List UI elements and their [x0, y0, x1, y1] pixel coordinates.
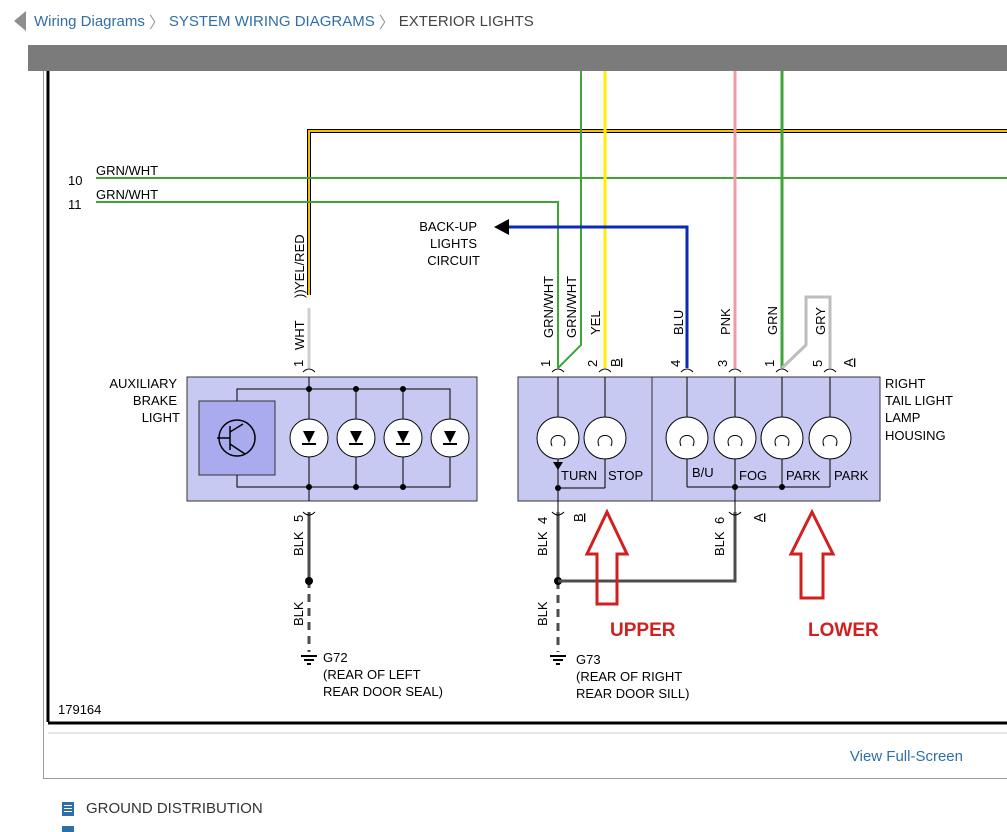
g72-desc-2: REAR DOOR SEAL)	[323, 684, 443, 699]
related-link-ground-distribution[interactable]: GROUND DISTRIBUTION	[62, 800, 263, 817]
wire-blk-label-5: BLK	[291, 531, 306, 556]
bulb-label-fog: FOG	[739, 468, 767, 483]
pin-10-label: 10	[68, 173, 82, 188]
view-full-screen-link[interactable]: View Full-Screen	[849, 748, 963, 765]
lower-pin-a: A	[841, 358, 856, 367]
lower-annotation: LOWER	[808, 620, 879, 641]
breadcrumb: Wiring Diagrams 〉 SYSTEM WIRING DIAGRAMS…	[14, 9, 534, 33]
figure-id: 179164	[58, 702, 101, 717]
lower-pin-3: 3	[715, 360, 730, 367]
aux-pin-5: 5	[291, 515, 306, 522]
g73-desc-1: (REAR OF RIGHT	[576, 669, 682, 684]
related-link-label: GROUND DISTRIBUTION	[86, 800, 263, 817]
upper-pin-1: 1	[538, 360, 553, 367]
aux-pin-1: 1	[291, 360, 306, 367]
wire-grn-label: GRN	[765, 306, 780, 335]
lower-pin-a-bottom: A	[751, 513, 766, 522]
tail-label-2: TAIL LIGHT	[885, 393, 953, 408]
bulb-label-bu: B/U	[692, 465, 714, 480]
connector-pin-icon: ))	[292, 289, 307, 298]
wire-wht-label: WHT	[292, 320, 307, 350]
wire-blk-label-g73: BLK	[535, 601, 550, 626]
led-icon	[336, 418, 376, 458]
wire-yel-label: YEL	[588, 310, 603, 335]
aux-label-1: AUXILIARY	[109, 376, 177, 391]
bulb-icon	[583, 416, 627, 460]
ground-icon	[550, 655, 566, 665]
diagram-toolbar	[28, 45, 1007, 71]
wire-grn-wht-feed	[557, 71, 582, 369]
upper-pin-b: B	[608, 358, 623, 367]
g72-label: G72	[323, 650, 348, 665]
wire-grn-wht-label-2: GRN/WHT	[96, 187, 158, 202]
wire-pnk-label: PNK	[718, 308, 733, 335]
g72-desc-1: (REAR OF LEFT	[323, 667, 421, 682]
ground-icon	[301, 655, 317, 665]
breadcrumb-separator-icon: 〉	[378, 15, 395, 32]
bulb-icon	[665, 416, 709, 460]
lower-pin-5: 5	[810, 360, 825, 367]
bulb-label-turn: TURN	[561, 468, 597, 483]
tail-label-4: HOUSING	[885, 428, 946, 443]
breadcrumb-current: EXTERIOR LIGHTS	[398, 12, 534, 30]
wire-yel-red	[308, 130, 1007, 295]
led-icon	[289, 418, 329, 458]
book-icon	[62, 826, 74, 832]
bulb-icon	[808, 416, 852, 460]
aux-label-3: LIGHT	[142, 410, 180, 425]
wire-blu-label: BLU	[671, 310, 686, 335]
bulb-label-park-2: PARK	[834, 468, 869, 483]
g73-desc-2: REAR DOOR SILL)	[576, 686, 689, 701]
lower-pin-1: 1	[762, 360, 777, 367]
bulb-icon	[713, 416, 757, 460]
wire-gry-label: GRY	[813, 307, 828, 335]
wire-grn-wht-label-a: GRN/WHT	[541, 276, 556, 338]
breadcrumb-link-system-wiring[interactable]: SYSTEM WIRING DIAGRAMS	[168, 12, 375, 30]
aux-label-2: BRAKE	[133, 393, 177, 408]
backup-label-2: LIGHTS	[430, 236, 477, 251]
breadcrumb-separator-icon: 〉	[148, 15, 165, 32]
wire-blk-label-g72: BLK	[291, 601, 306, 626]
tail-label-3: LAMP	[885, 410, 920, 425]
led-icon	[430, 418, 470, 458]
wire-grn-wht-label-1: GRN/WHT	[96, 163, 158, 178]
wire-blk-label-6: BLK	[712, 531, 727, 556]
wire-blu	[501, 225, 689, 368]
upper-pin-4: 4	[535, 517, 550, 524]
wire-gry	[780, 295, 832, 370]
connector-terminals-icon	[302, 368, 837, 516]
bulb-icon	[536, 416, 580, 470]
bulb-label-park-1: PARK	[786, 468, 821, 483]
wire-yel-red-outline	[307, 129, 1007, 295]
upper-pin-2: 2	[585, 360, 600, 367]
diagram-panel: )) 10 11 GRN/WHT GRN/WHT YEL/RED WHT 1 G…	[43, 71, 1007, 779]
backup-label-3: CIRCUIT	[427, 253, 480, 268]
led-icon	[383, 418, 423, 458]
pin-11-label: 11	[68, 197, 82, 212]
breadcrumb-link-wiring-diagrams[interactable]: Wiring Diagrams	[34, 12, 145, 30]
aux-transistor-box	[198, 400, 276, 476]
tail-label-1: RIGHT	[885, 376, 926, 391]
backup-label-1: BACK-UP	[419, 219, 477, 234]
backup-arrow-icon	[494, 219, 509, 235]
wire-blk-label-4: BLK	[535, 531, 550, 556]
lower-pin-6: 6	[712, 517, 727, 524]
g73-label: G73	[576, 652, 601, 667]
book-icon	[62, 801, 74, 816]
lower-arrow-icon	[788, 508, 836, 600]
lower-pin-4: 4	[668, 360, 683, 367]
wire-grn-wht-label-b: GRN/WHT	[564, 276, 579, 338]
bulb-icon	[760, 416, 804, 460]
wiring-diagram[interactable]: )) 10 11 GRN/WHT GRN/WHT YEL/RED WHT 1 G…	[44, 71, 1007, 778]
upper-pin-b-bottom: B	[571, 513, 586, 522]
wire-yel-red-label: YEL/RED	[292, 234, 307, 290]
upper-annotation: UPPER	[610, 620, 676, 641]
wire-grn-wht-11	[96, 201, 559, 368]
back-arrow-icon[interactable]	[14, 11, 26, 31]
bulb-label-stop: STOP	[608, 468, 643, 483]
upper-arrow-icon	[584, 508, 630, 606]
